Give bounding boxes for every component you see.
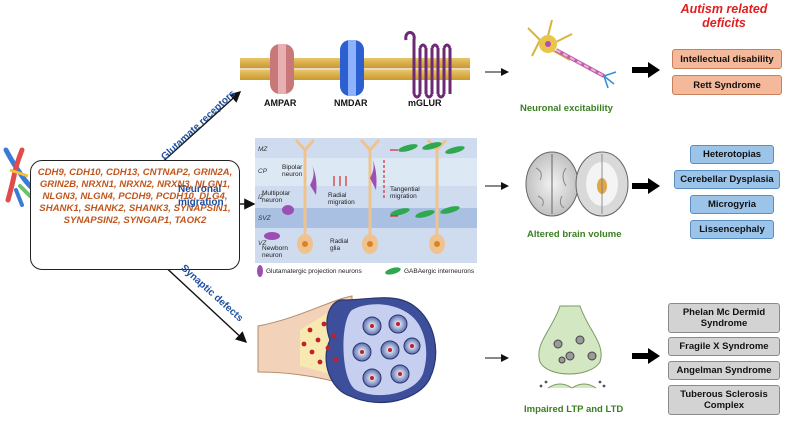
deficit-fragile-x: Fragile X Syndrome <box>668 337 780 356</box>
label-multipolar-neuron: Multipolar neuron <box>262 190 291 204</box>
ampar-icon <box>270 44 294 94</box>
radial-glia <box>294 138 448 250</box>
synapse-illustration <box>257 295 437 404</box>
deficit-microgyria: Microgyria <box>690 195 774 214</box>
layer-vz: VZ <box>258 240 267 247</box>
deficit-intellectual-disability: Intellectual disability <box>672 49 782 69</box>
legend-gabaergic-mark <box>385 267 401 275</box>
deficit-lissencephaly: Lissencephaly <box>690 220 774 239</box>
outcome-impaired-ltp-ltd: Impaired LTP and LTD <box>524 404 624 415</box>
membrane-receptors <box>240 31 470 99</box>
label-mglur: mGLUR <box>408 98 442 108</box>
nmdar-icon <box>340 40 364 96</box>
legend-glutamatergic-mark <box>257 265 263 277</box>
migration-arrows <box>333 149 398 217</box>
page-title: Autism related deficits <box>680 2 768 30</box>
arrow-synaptic <box>159 261 248 343</box>
gene-list-text: CDH9, CDH10, CDH13, CNTNAP2, GRIN2A, GRI… <box>37 167 233 226</box>
gene-list-box <box>30 160 240 270</box>
layer-iz: IZ <box>258 194 264 201</box>
deficit-heterotopias: Heterotopias <box>690 145 774 164</box>
deficit-cerebellar-dysplasia: Cerebellar Dysplasia <box>674 170 780 189</box>
gabaergic-neurons <box>390 142 465 218</box>
label-ampar: AMPAR <box>264 98 297 108</box>
layer-mz: MZ <box>258 146 268 153</box>
big-arrows <box>632 62 660 364</box>
neuron-icon <box>527 19 617 89</box>
deficit-tuberous-sclerosis: Tuberous Sclerosis Complex <box>668 385 780 415</box>
legend-glutamatergic: Glutamatergic projection neurons <box>266 268 362 275</box>
label-radial-migration: Radial migration <box>328 192 355 206</box>
outcome-neuronal-excitability: Neuronal excitability <box>520 103 613 114</box>
layer-svz: SVZ <box>258 215 271 222</box>
label-bipolar-neuron: Bipolar neuron <box>282 164 303 178</box>
arrow-glutamate <box>157 91 242 167</box>
glutamatergic-neurons <box>264 158 377 240</box>
layer-cp: CP <box>258 168 268 175</box>
legend-gabaergic: GABAergic interneurons <box>404 268 475 275</box>
outcome-altered-brain-volume: Altered brain volume <box>527 229 622 240</box>
brain-icon <box>525 151 629 217</box>
label-nmdar: NMDAR <box>334 98 368 108</box>
mglur-icon <box>404 31 452 99</box>
ltp-synapse-icon <box>538 305 606 389</box>
label-newborn-neuron: Newborn neuron <box>262 245 289 259</box>
deficit-angelman: Angelman Syndrome <box>668 361 780 380</box>
label-tangential-migration: Tangential migration <box>390 186 420 200</box>
chromosome-icon <box>3 147 35 207</box>
label-neuronal-migration-1: Neuronal <box>178 184 222 195</box>
label-radial-glia: Radial glia <box>330 238 349 252</box>
deficit-phelan-mc-dermid: Phelan Mc Dermid Syndrome <box>668 303 780 333</box>
migration-panel <box>255 138 477 263</box>
deficit-rett-syndrome: Rett Syndrome <box>672 75 782 95</box>
label-neuronal-migration-2: migration <box>178 197 224 208</box>
